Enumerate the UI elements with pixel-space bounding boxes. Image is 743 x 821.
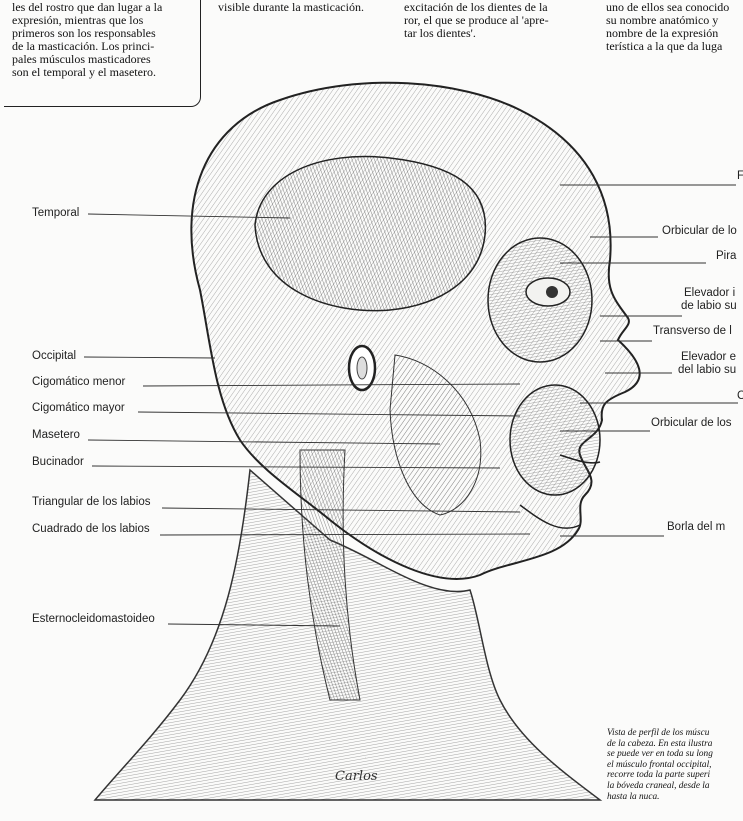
label-right-f: F: [737, 170, 743, 183]
intro-mid2-line-3: tar los dientes'.: [404, 27, 549, 40]
artist-signature: Carlos: [335, 769, 378, 784]
label-cigomatico-mayor: Cigomático mayor: [32, 402, 125, 415]
label-elevador-interno: Elevador i: [684, 287, 735, 300]
label-elevador-interno-2: de labio su: [681, 300, 737, 313]
caption-line-6: la bóveda craneal, desde la: [607, 781, 743, 792]
intro-column-middle-2: excitación de los dientes de la ror, el …: [404, 1, 549, 40]
intro-mid1-line-1: visible durante la masticación.: [218, 1, 364, 14]
label-cigomatico-menor: Cigomático menor: [32, 376, 125, 389]
intro-column-right: uno de ellos sea conocido su nombre anat…: [606, 1, 743, 53]
figure-caption: Vista de perfil de los múscu de la cabez…: [607, 728, 743, 808]
right-labels-area: F Orbicular de lo Pira Elevador i de lab…: [640, 160, 743, 560]
label-right-c: C: [737, 390, 743, 403]
caption-line-4: el músculo frontal occipital,: [607, 760, 743, 771]
label-elevador-externo-2: del labio su: [678, 364, 736, 377]
label-borla-menton: Borla del m: [667, 521, 725, 534]
label-orbicular-ojos: Orbicular de lo: [662, 225, 737, 238]
label-temporal: Temporal: [32, 207, 79, 220]
label-masetero: Masetero: [32, 429, 80, 442]
caption-line-5: recorre toda la parte superi: [607, 770, 743, 781]
intro-left-line-6: son el temporal y el masetero.: [12, 66, 198, 79]
label-occipital: Occipital: [32, 350, 76, 363]
intro-right-line-4: terística a la que da luga: [606, 40, 743, 53]
intro-column-left: les del rostro que dan lugar a la expres…: [12, 1, 198, 79]
leader-occipital: [84, 357, 215, 358]
label-orbicular-labios: Orbicular de los: [651, 417, 732, 430]
label-triangular-labios: Triangular de los labios: [32, 496, 150, 509]
caption-line-7: hasta la nuca.: [607, 792, 743, 803]
label-elevador-externo: Elevador e: [681, 351, 736, 364]
label-piramidal: Pira: [716, 250, 736, 263]
intro-column-middle-1: visible durante la masticación.: [218, 1, 364, 14]
lips-orbicularis-shape: [510, 385, 600, 495]
label-esternocleidomastoideo: Esternocleidomastoideo: [32, 613, 155, 626]
caption-line-1: Vista de perfil de los múscu: [607, 728, 743, 739]
caption-line-2: de la cabeza. En esta ilustra: [607, 739, 743, 750]
temporal-muscle-shape: [255, 157, 485, 311]
label-cuadrado-labios: Cuadrado de los labios: [32, 523, 150, 536]
caption-line-3: se puede ver en toda su long: [607, 749, 743, 760]
label-bucinador: Bucinador: [32, 456, 84, 469]
label-transverso: Transverso de l: [653, 325, 732, 338]
